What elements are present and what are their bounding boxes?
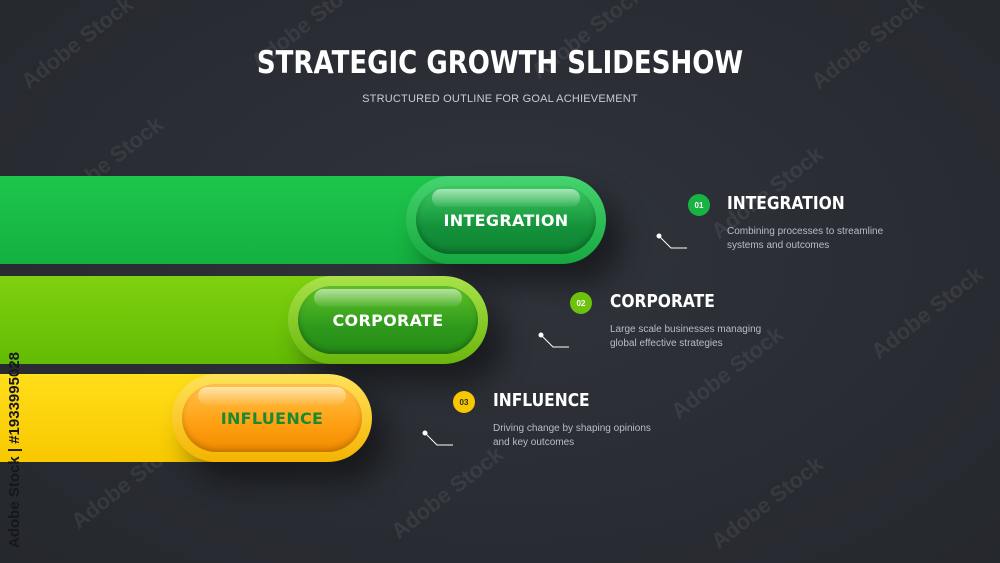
step-title: INTEGRATION [727, 193, 845, 214]
step-description-line: Large scale businesses managing [610, 324, 762, 335]
step-description: Combining processes to streamline system… [727, 225, 917, 253]
step-title: CORPORATE [610, 291, 715, 312]
step-description-line: and key outcomes [493, 437, 575, 448]
step-description: Driving change by shaping opinions and k… [493, 422, 683, 450]
step-number-badge: 01 [688, 194, 710, 216]
step-description: Large scale businesses managing global e… [610, 323, 800, 351]
pill-label: INTEGRATION [443, 210, 569, 230]
pill-influence: INFLUENCE [172, 374, 372, 462]
connector-influence [422, 430, 453, 446]
connector-integration [656, 233, 687, 249]
step-description-line: global effective strategies [610, 338, 723, 349]
step-number-badge: 02 [570, 292, 592, 314]
watermark: Adobe Stock [866, 261, 988, 364]
pill-integration: INTEGRATION [406, 176, 606, 264]
connector-corporate [538, 332, 569, 348]
slide-title: STRATEGIC GROWTH SLIDESHOW [256, 45, 744, 81]
step-number-badge: 03 [453, 391, 475, 413]
stock-id-label: Adobe Stock | #1933995028 [6, 352, 23, 548]
step-description-line: Driving change by shaping opinions [493, 423, 651, 434]
step-description-line: systems and outcomes [727, 240, 830, 251]
step-title: INFLUENCE [493, 390, 590, 411]
watermark: Adobe Stock [386, 441, 508, 544]
pill-label: INFLUENCE [220, 408, 324, 428]
watermark: Adobe Stock [706, 451, 828, 554]
pill-corporate: CORPORATE [288, 276, 488, 364]
step-description-line: Combining processes to streamline [727, 226, 884, 237]
slide-subtitle: STRUCTURED OUTLINE FOR GOAL ACHIEVEMENT [362, 93, 638, 105]
pill-label: CORPORATE [332, 310, 444, 330]
